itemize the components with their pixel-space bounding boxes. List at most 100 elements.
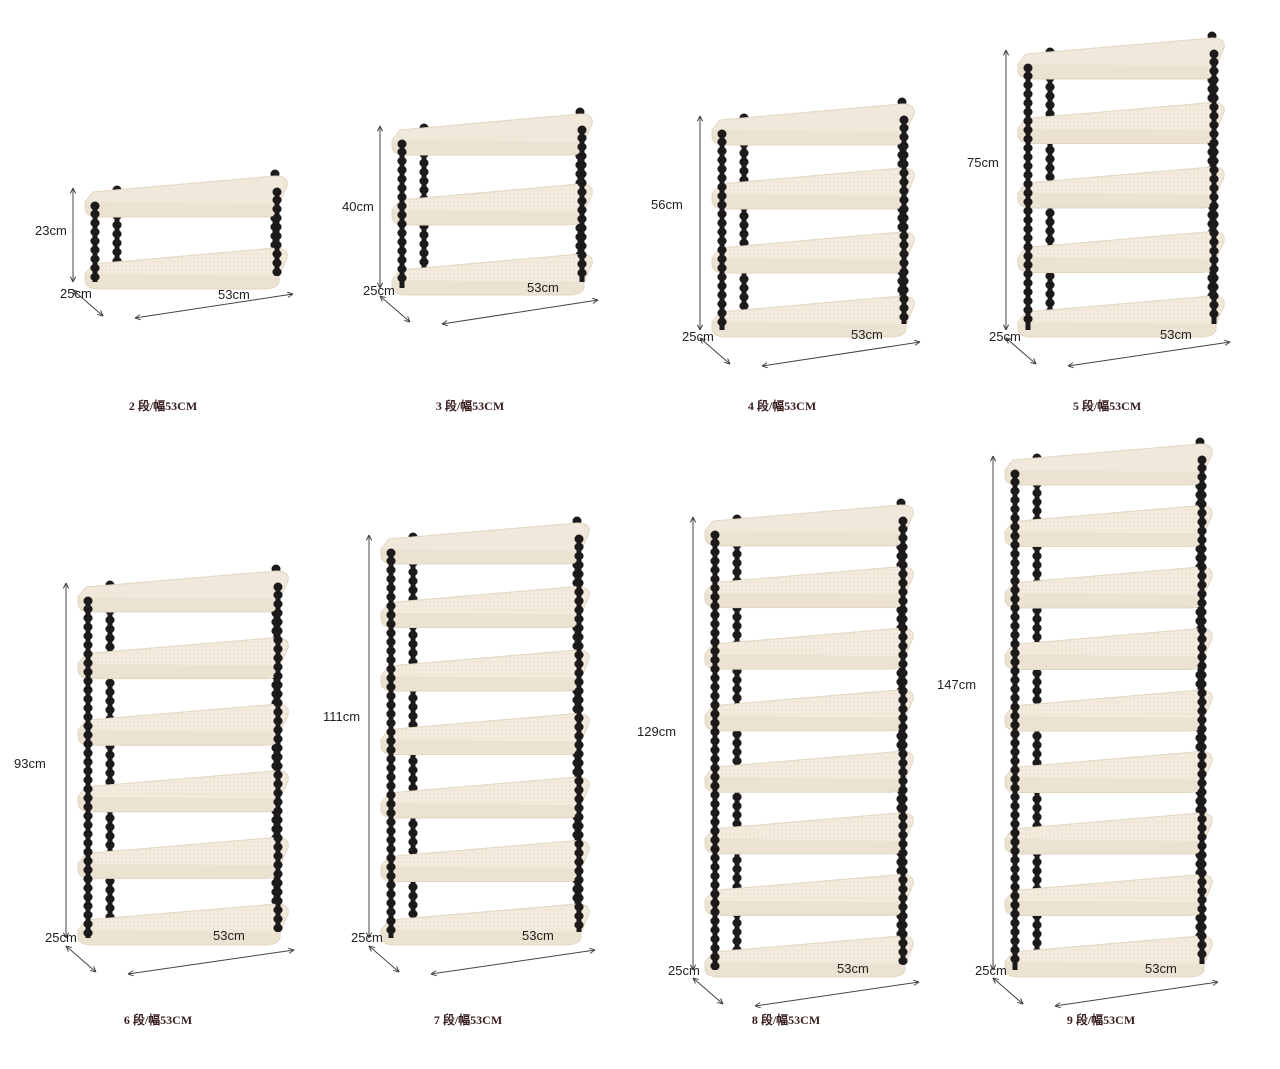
- rack-7-width-dimension: [754, 979, 920, 1009]
- rack-6-shelf-3: [380, 649, 590, 692]
- rack-7-height-label: 129cm: [637, 724, 677, 739]
- rack-3-height-label: 56cm: [651, 197, 683, 212]
- rack-8-height-label: 147cm: [937, 677, 977, 692]
- rack-5-shelf-1: [77, 570, 289, 613]
- rack-6-depth-label: 25cm: [351, 930, 383, 945]
- rack-4-depth-dimension: [1005, 337, 1037, 365]
- rack-7-depth-dimension: [692, 977, 724, 1005]
- rack-3-width-dimension: [761, 339, 921, 369]
- rack-2-depth-dimension: [379, 295, 411, 323]
- rack-4-shelf-5: [1017, 295, 1225, 338]
- rack-4-width-label: 53cm: [1160, 327, 1192, 342]
- rack-8-shelf-9: [1004, 935, 1213, 978]
- rack-1-width-label: 53cm: [218, 287, 250, 302]
- rack-5-height-label: 93cm: [14, 756, 46, 771]
- rack-4: [1017, 31, 1225, 338]
- rack-6-width-label: 53cm: [522, 928, 554, 943]
- rack-1-shelf-1: [84, 175, 288, 218]
- rack-3-shelf-4: [711, 295, 915, 338]
- rack-5-caption: 6 段/幅53CM: [123, 1013, 193, 1027]
- rack-3-shelf-1: [711, 103, 915, 146]
- rack-7-width-label: 53cm: [837, 961, 869, 976]
- rack-4-caption: 5 段/幅53CM: [1072, 399, 1142, 413]
- rack-1-front-left-pole: [90, 201, 100, 282]
- rack-2-height-label: 40cm: [342, 199, 374, 214]
- rack-4-depth-label: 25cm: [989, 329, 1021, 344]
- rack-2-width-dimension: [441, 297, 599, 327]
- rack-1-shelf-2: [84, 247, 288, 290]
- rack-8-depth-dimension: [992, 977, 1024, 1005]
- rack-4-shelf-3: [1017, 166, 1225, 209]
- rack-1-depth-dimension: [72, 289, 104, 317]
- rack-3-width-label: 53cm: [851, 327, 883, 342]
- rack-5-front-right-pole: [273, 582, 283, 932]
- rack-7: [704, 498, 914, 978]
- rack-3-height-dimension: [696, 115, 704, 331]
- rack-7-shelf-5: [704, 750, 914, 793]
- rack-6-shelf-2: [380, 585, 590, 628]
- rack-3-depth-dimension: [699, 337, 731, 365]
- rack-1: [84, 169, 288, 290]
- rack-2-shelf-2: [391, 183, 593, 226]
- rack-3: [711, 97, 915, 338]
- rack-7-height-dimension: [689, 516, 697, 971]
- rack-7-depth-label: 25cm: [668, 963, 700, 978]
- rack-4-shelf-2: [1017, 101, 1225, 144]
- rack-8-caption: 9 段/幅53CM: [1066, 1013, 1136, 1027]
- rack-6: [380, 516, 590, 946]
- rack-8: [1004, 437, 1213, 978]
- rack-3-front-right-pole: [899, 115, 909, 324]
- rack-6-front-left-pole: [386, 548, 396, 938]
- rack-4-front-left-pole: [1023, 63, 1033, 330]
- rack-2-shelf-3: [391, 253, 593, 296]
- rack-5-shelf-3: [77, 703, 289, 746]
- rack-2-width-label: 53cm: [527, 280, 559, 295]
- rack-1-width-dimension: [134, 291, 294, 321]
- rack-6-height-dimension: [365, 534, 373, 939]
- rack-7-shelf-1: [704, 504, 914, 547]
- rack-8-shelf-1: [1004, 443, 1213, 486]
- rack-8-front-right-pole: [1197, 455, 1207, 964]
- rack-3-front-left-pole: [717, 129, 727, 330]
- rack-5-shelf-2: [77, 637, 289, 680]
- rack-8-shelf-7: [1004, 812, 1213, 855]
- rack-4-width-dimension: [1067, 339, 1231, 369]
- rack-2-shelf-1: [391, 113, 593, 156]
- rack-6-shelf-7: [380, 903, 590, 946]
- rack-5-depth-label: 25cm: [45, 930, 77, 945]
- rack-5-height-dimension: [62, 582, 70, 939]
- rack-4-height-dimension: [1002, 49, 1010, 331]
- rack-7-front-right-pole: [898, 516, 908, 965]
- rack-1-height-dimension: [69, 187, 77, 283]
- rack-1-front-right-pole: [272, 187, 282, 276]
- rack-8-depth-label: 25cm: [975, 963, 1007, 978]
- rack-6-depth-dimension: [368, 945, 400, 973]
- rack-7-shelf-6: [704, 812, 914, 855]
- rack-5: [77, 564, 289, 946]
- rack-6-front-right-pole: [574, 534, 584, 932]
- rack-2-front-right-pole: [577, 125, 587, 282]
- rack-7-shelf-8: [704, 935, 914, 978]
- rack-8-shelf-2: [1004, 504, 1213, 547]
- rack-3-depth-label: 25cm: [682, 329, 714, 344]
- rack-5-shelf-5: [77, 836, 289, 879]
- rack-6-caption: 7 段/幅53CM: [433, 1013, 503, 1027]
- rack-5-depth-dimension: [65, 945, 97, 973]
- rack-2: [391, 107, 593, 296]
- rack-3-shelf-2: [711, 167, 915, 210]
- rack-6-width-dimension: [430, 947, 596, 977]
- rack-8-shelf-3: [1004, 566, 1213, 609]
- rack-6-shelf-5: [380, 776, 590, 819]
- rack-2-caption: 3 段/幅53CM: [435, 399, 505, 413]
- rack-1-height-label: 23cm: [35, 223, 67, 238]
- rack-5-front-left-pole: [83, 596, 93, 938]
- rack-8-shelf-6: [1004, 750, 1213, 793]
- rack-4-height-label: 75cm: [967, 155, 999, 170]
- rack-3-caption: 4 段/幅53CM: [747, 399, 817, 413]
- rack-8-width-label: 53cm: [1145, 961, 1177, 976]
- rack-5-shelf-6: [77, 903, 289, 946]
- rack-1-caption: 2 段/幅53CM: [128, 399, 198, 413]
- rack-1-depth-label: 25cm: [60, 286, 92, 301]
